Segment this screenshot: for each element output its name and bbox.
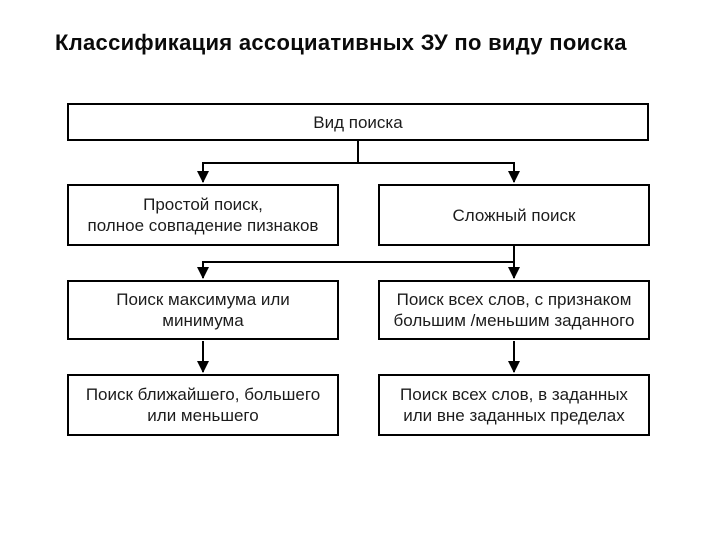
node-label: Вид поиска (313, 112, 403, 132)
node-poisk-blizhayshego: Поиск ближайшего, большего или меньшего (67, 374, 339, 436)
node-label: Поиск всех слов, в заданных или вне зада… (400, 385, 628, 425)
node-label: Поиск максимума или минимума (116, 290, 290, 330)
node-poisk-vseh-slov-priznak: Поиск всех слов, с признаком большим /ме… (378, 280, 650, 340)
node-vid-poiska: Вид поиска (67, 103, 649, 141)
node-poisk-maksimuma-minimuma: Поиск максимума или минимума (67, 280, 339, 340)
node-label: Поиск ближайшего, большего или меньшего (85, 385, 321, 425)
page-title: Классификация ассоциативных ЗУ по виду п… (55, 30, 627, 55)
node-slozhny-poisk: Сложный поиск (378, 184, 650, 246)
node-label: Поиск всех слов, с признаком большим /ме… (393, 290, 635, 330)
node-label: Простой поиск, полное совпадение пизнако… (87, 195, 319, 235)
node-poisk-vseh-slov-predely: Поиск всех слов, в заданных или вне зада… (378, 374, 650, 436)
node-prostoy-poisk: Простой поиск, полное совпадение пизнако… (67, 184, 339, 246)
node-label: Сложный поиск (452, 205, 576, 225)
